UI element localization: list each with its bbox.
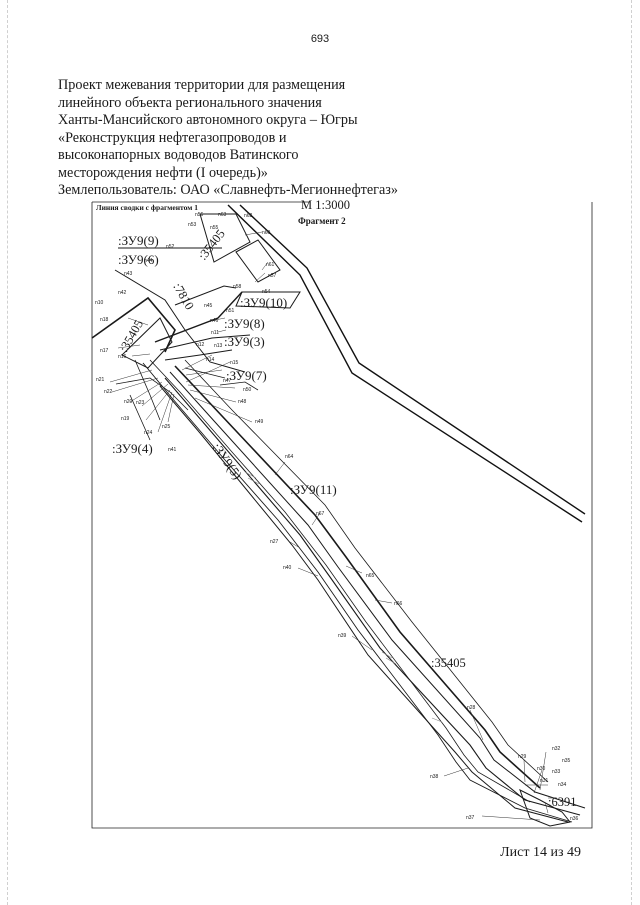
point-label: n61 xyxy=(266,262,275,268)
point-label: n12 xyxy=(196,342,205,348)
point-label: n23 xyxy=(136,400,145,406)
plot-label: :ЗУ9(8) xyxy=(224,316,265,331)
right-margin-line xyxy=(631,0,632,905)
point-label: n28 xyxy=(467,705,476,711)
page-number: 693 xyxy=(310,33,330,45)
point-label: n47 xyxy=(223,378,232,384)
point-label: n31 xyxy=(540,778,549,784)
point-label: n14 xyxy=(206,357,215,363)
point-label: n18 xyxy=(100,317,109,323)
point-label: n55 xyxy=(210,225,219,231)
plot-label: :ЗУ9(10) xyxy=(240,295,287,310)
point-label: n44 xyxy=(144,258,153,264)
point-label: n53 xyxy=(188,222,197,228)
plot-label: :ЗУ9(4) xyxy=(112,441,153,456)
point-label: n24 xyxy=(144,430,153,436)
point-label: n46 xyxy=(210,318,219,324)
point-label: n60 xyxy=(262,230,271,236)
point-label: n27 xyxy=(270,539,279,545)
point-label: n32 xyxy=(552,746,561,752)
point-label: n66 xyxy=(394,601,403,607)
title-line: Ханты-Мансийского автономного округа – Ю… xyxy=(58,112,358,129)
point-label: n37 xyxy=(466,815,475,821)
point-label: n38 xyxy=(430,774,439,780)
map-frame xyxy=(91,201,593,829)
point-label: n45 xyxy=(204,303,213,309)
point-label: n62 xyxy=(244,213,253,219)
point-label: n36 xyxy=(570,816,579,822)
point-label: n22 xyxy=(104,389,113,395)
point-label: n10 xyxy=(95,300,104,306)
point-label: n19 xyxy=(121,416,130,422)
road-corridor xyxy=(227,204,586,523)
point-label: n29 xyxy=(518,754,527,760)
plot-label: :ЗУ9(9) xyxy=(118,233,159,248)
junction-label: Линия сводки с фрагментом 1 xyxy=(96,203,198,212)
document-title: Проект межевания территории для размещен… xyxy=(58,77,438,183)
point-label: n48 xyxy=(238,399,247,405)
point-label: n58 xyxy=(233,284,242,290)
point-label: n64 xyxy=(285,454,294,460)
point-label: n41 xyxy=(168,447,177,453)
fragment-label: Фрагмент 2 xyxy=(298,216,346,226)
point-label: n20 xyxy=(124,399,133,405)
point-label: n52 xyxy=(166,244,175,250)
upper-plots xyxy=(91,213,301,441)
left-margin-line xyxy=(7,0,8,905)
point-label: n56 xyxy=(195,212,204,218)
point-label: n40 xyxy=(283,565,292,571)
point-label: n16 xyxy=(118,354,127,360)
cadastral-label: :35405 xyxy=(431,656,466,670)
cadastral-label: :7810 xyxy=(170,281,196,313)
title-line: линейного объекта регионального значения xyxy=(58,94,322,111)
plot-label: :ЗУ9(7) xyxy=(226,368,267,383)
point-label: n21 xyxy=(96,377,105,383)
point-label: n43 xyxy=(124,271,133,277)
point-label: n63 xyxy=(218,212,227,218)
point-label: n34 xyxy=(558,782,567,788)
point-label: n11 xyxy=(211,330,219,336)
point-label: n33 xyxy=(552,769,561,775)
point-label: n42 xyxy=(118,290,127,296)
plot-label: :ЗУ9(6) xyxy=(118,252,159,267)
point-label: n15 xyxy=(230,360,239,366)
title-line: «Реконструкция нефтегазопроводов и xyxy=(58,129,287,146)
point-label: n65 xyxy=(366,573,375,579)
scale-label: М 1:3000 xyxy=(301,198,350,212)
point-label: n49 xyxy=(255,419,264,425)
plot-label: :ЗУ9(3) xyxy=(224,334,265,349)
land-user-line: Землепользователь: ОАО «Славнефть-Мегион… xyxy=(58,182,398,198)
point-label: n35 xyxy=(562,758,571,764)
title-line: высоконапорных водоводов Ватинского xyxy=(58,147,299,164)
plot-label: :ЗУ9(11) xyxy=(290,482,337,497)
point-label: n17 xyxy=(100,348,109,354)
point-labels: n56 n53 n55 n63 n62 n60 n52 n61 n57 n58 … xyxy=(95,212,579,822)
point-label: n50 xyxy=(243,387,252,393)
title-line: Проект межевания территории для размещен… xyxy=(58,77,346,93)
pipeline-corridor xyxy=(134,359,586,827)
point-label: n13 xyxy=(214,343,223,349)
point-label: n54 xyxy=(262,289,271,295)
hatched-segments xyxy=(244,471,443,723)
point-label: n39 xyxy=(338,633,347,639)
point-label: n30 xyxy=(537,766,546,772)
point-label: n57 xyxy=(268,273,277,279)
cadastral-label: :6391 xyxy=(548,795,576,809)
title-line: месторождения нефти (I очередь)» xyxy=(58,164,268,181)
leader-lines xyxy=(109,231,554,821)
point-label: n25 xyxy=(162,424,171,430)
point-label: n67 xyxy=(316,511,325,517)
point-label: n51 xyxy=(226,308,235,314)
sheet-number: Лист 14 из 49 xyxy=(500,845,581,860)
